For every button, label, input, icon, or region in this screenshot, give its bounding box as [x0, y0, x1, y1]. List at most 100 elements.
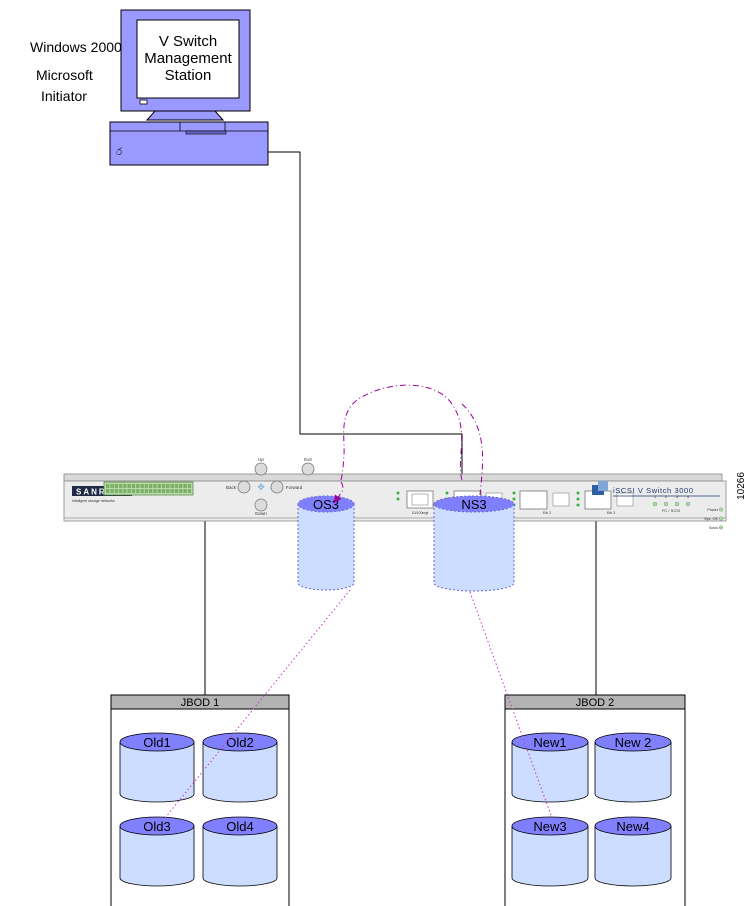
disk-new4[interactable]: New4	[594, 816, 672, 887]
lcd-cell	[110, 484, 114, 488]
status-led	[718, 525, 724, 530]
fc-scsi-ports: 1 2 3 4 FC / SCSI	[652, 494, 691, 513]
lcd-cell	[166, 484, 170, 488]
virtual-volume-os3[interactable]: OS3	[297, 495, 355, 591]
access-path-to-os3	[333, 481, 344, 504]
lcd-cell	[140, 484, 144, 488]
lcd-cell	[118, 484, 123, 488]
lcd-cell	[179, 489, 183, 493]
sys-ok-led-label: Sys. OK	[704, 517, 718, 521]
lcd-cell	[179, 484, 183, 488]
lcd-cell	[170, 484, 174, 488]
status-led	[718, 516, 724, 521]
lcd-cell	[187, 484, 192, 488]
network-cable	[268, 151, 463, 480]
lcd-cell	[123, 484, 127, 488]
down-button-label: Down	[255, 511, 267, 516]
jbod-1: JBOD 1 Old1 Old2 Old3 Old4	[110, 694, 290, 906]
disk-new1[interactable]: New1	[511, 732, 589, 803]
lcd-cell	[123, 489, 127, 493]
forward-button-label: Forward	[286, 485, 303, 490]
exit-button-label: Exit	[304, 457, 312, 462]
disk-old2[interactable]: Old2	[202, 732, 278, 803]
mapping-ns3-to-new3	[469, 591, 553, 819]
back-button[interactable]	[237, 480, 251, 494]
lcd-cell	[140, 489, 144, 493]
lcd-cell	[174, 489, 179, 493]
fc-port-4: 4	[687, 494, 690, 499]
disk-old3[interactable]: Old3	[119, 816, 195, 887]
lcd-cell	[161, 489, 166, 493]
lcd-cell	[149, 489, 153, 493]
status-led	[718, 507, 724, 512]
lcd-cell	[114, 484, 118, 488]
new1-label: New1	[533, 735, 566, 750]
up-button[interactable]	[254, 462, 268, 476]
lcd-cell	[131, 484, 136, 488]
monitor-screen-line-3: Station	[165, 67, 212, 84]
mapping-os3-to-old3	[164, 589, 351, 819]
product-name: iSCSI V Switch 3000	[613, 486, 694, 495]
lcd-cell	[161, 484, 166, 488]
lcd-cell	[136, 489, 140, 493]
lcd-cell	[118, 489, 123, 493]
power-led-label: Power	[707, 508, 718, 512]
eth2-port[interactable]: Eth 2	[512, 490, 570, 515]
fc-scsi-label: FC / SCSI	[662, 508, 680, 513]
os3-label: OS3	[313, 497, 339, 512]
lcd-cell	[183, 484, 187, 488]
lcd-cell	[153, 489, 157, 493]
mgmt-port: 10/100mgt	[396, 490, 434, 515]
lcd-cell	[174, 484, 179, 488]
initiator-label-line-2: Initiator	[41, 88, 87, 104]
new3-label: New3	[533, 819, 566, 834]
disk-old4[interactable]: Old4	[202, 816, 278, 887]
lcd-display	[103, 481, 194, 496]
lcd-cell	[183, 489, 187, 493]
nav-buttons: ✥ Up Exit Back Forward Down Enter	[226, 457, 315, 516]
lcd-cell	[166, 489, 170, 493]
jbod-2: JBOD 2 New1 New 2 New3 New4	[504, 694, 686, 906]
lcd-cell	[153, 484, 157, 488]
disk-old1[interactable]: Old1	[119, 732, 195, 803]
lcd-cell	[157, 484, 161, 488]
disk-new2[interactable]: New 2	[594, 732, 672, 803]
lcd-cell	[149, 484, 153, 488]
lcd-cell	[144, 484, 149, 488]
scsi-led-label: Scsio	[709, 526, 718, 530]
new2-label: New 2	[615, 735, 652, 750]
eth3-port-label: Eth 3	[607, 511, 615, 515]
disk-new3[interactable]: New3	[511, 816, 589, 887]
lcd-cell	[127, 489, 131, 493]
ns3-label: NS3	[461, 497, 486, 512]
up-button-label: Up	[258, 457, 264, 462]
back-button-label: Back	[226, 485, 237, 490]
exit-button[interactable]	[301, 462, 315, 476]
switch-brand: SANRAD	[76, 488, 122, 497]
fc-port-2: 2	[665, 494, 668, 499]
lcd-cell	[187, 489, 192, 493]
monitor-screen-line-1: V Switch	[159, 33, 217, 50]
lcd-cell	[131, 489, 136, 493]
computer-case-icon: ර	[109, 121, 269, 166]
monitor-icon	[120, 9, 251, 121]
mgmt-port-label: 10/100mgt	[412, 511, 429, 515]
management-station: ර V Switch Management Station	[109, 9, 269, 166]
eth2-port-label: Eth 2	[543, 511, 551, 515]
lcd-cell	[170, 489, 174, 493]
lcd-cell	[114, 489, 118, 493]
jbod1-title: JBOD 1	[181, 697, 220, 709]
os-label: Windows 2000	[30, 39, 122, 55]
lcd-cell	[157, 489, 161, 493]
fc-port-1: 1	[654, 494, 657, 499]
down-button[interactable]	[254, 498, 268, 512]
svg-text:ර: ර	[116, 146, 122, 158]
old1-label: Old1	[143, 735, 170, 750]
virtual-volume-ns3[interactable]: NS3	[433, 495, 515, 592]
monitor-screen-line-2: Management	[144, 50, 232, 67]
forward-button[interactable]	[270, 480, 284, 494]
figure-number: 10266	[736, 472, 747, 500]
initiator-label-line-1: Microsoft	[36, 67, 93, 83]
jbod2-title: JBOD 2	[576, 697, 615, 709]
switch-brand-tagline: Intelligent storage networks	[72, 499, 115, 503]
